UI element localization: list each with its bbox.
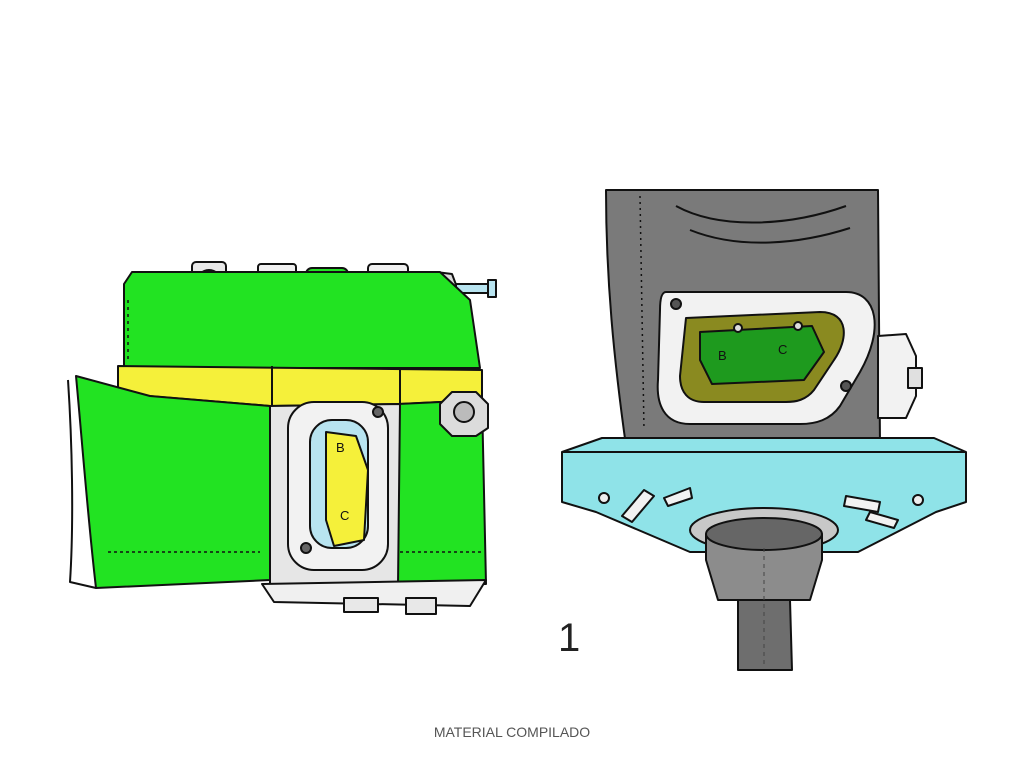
left-pump-housing: B C: [67, 261, 497, 615]
housing-letter-c: C: [778, 342, 787, 357]
lower-left-body: [75, 375, 271, 589]
side-plug: [877, 333, 923, 419]
right-pump-housing: B C: [561, 189, 967, 671]
inner-cam-plate: [699, 325, 825, 385]
window-letter-b: B: [336, 440, 345, 455]
cam-plate: [325, 431, 369, 547]
figure-number: 1: [558, 616, 581, 660]
mounting-flange: [561, 437, 967, 553]
window-letter-c: C: [340, 508, 349, 523]
side-nut: [439, 391, 489, 437]
footer-caption: MATERIAL COMPILADO: [433, 724, 591, 740]
housing-letter-b: B: [718, 348, 727, 363]
drive-shaft: [737, 599, 793, 671]
flange-slots: [621, 487, 899, 529]
hatching: [108, 300, 482, 553]
upper-body: [123, 271, 481, 369]
